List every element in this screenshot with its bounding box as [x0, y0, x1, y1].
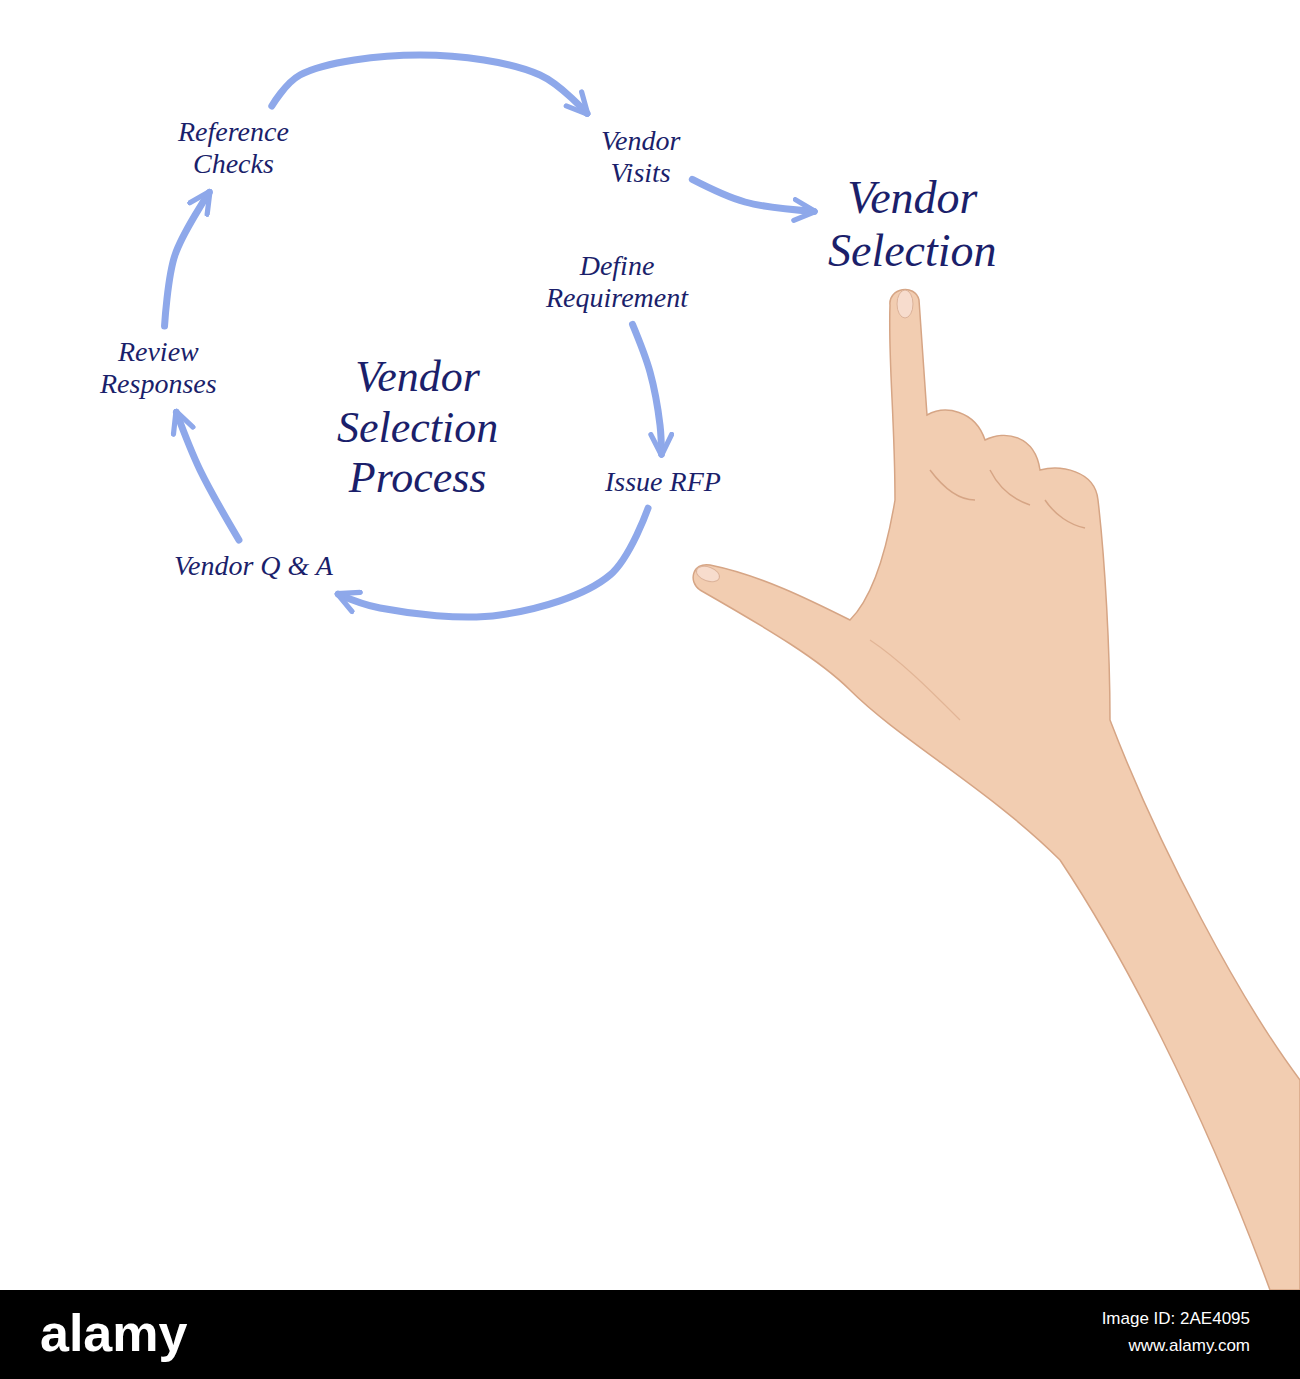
hand-shape: [693, 289, 1300, 1290]
finger-nail: [897, 290, 913, 318]
diagram-title: Vendor Selection Process: [337, 352, 498, 504]
step-text: Define Requirement: [546, 250, 688, 314]
thumb-nail: [694, 563, 721, 584]
step-text: Reference Checks: [178, 116, 289, 180]
flow-arrow: [165, 192, 210, 326]
step-text: Vendor Selection: [828, 172, 997, 278]
step-label: Review Responses: [94, 332, 223, 404]
watermark-bar: [0, 1290, 1300, 1379]
step-label: Vendor Q & A: [168, 546, 339, 586]
step-label: Define Requirement: [540, 246, 694, 318]
step-label: Vendor Visits: [595, 121, 686, 193]
step-text: Vendor Visits: [601, 125, 680, 189]
step-label: Reference Checks: [172, 112, 295, 184]
step-label: Issue RFP: [599, 462, 727, 502]
flow-arrow: [692, 179, 814, 211]
step-text: Vendor Q & A: [174, 550, 333, 582]
flow-arrow: [633, 324, 662, 454]
pointing-hand: [693, 289, 1300, 1290]
flow-arrow: [176, 412, 239, 540]
step-text: Issue RFP: [605, 466, 721, 498]
knuckle-fold: [930, 470, 975, 500]
flow-arrow: [272, 55, 587, 113]
step-text: Review Responses: [100, 336, 217, 400]
watermark-text: Image ID: 2AE4095: [1102, 1309, 1250, 1329]
watermark-logo: alamy: [40, 1303, 187, 1363]
watermark-text: www.alamy.com: [1128, 1336, 1250, 1356]
palm-crease: [870, 640, 960, 720]
knuckle-fold: [990, 470, 1030, 505]
knuckle-fold: [1045, 500, 1085, 528]
flow-arrow: [338, 508, 648, 617]
result-label: Vendor Selection: [822, 168, 1003, 282]
